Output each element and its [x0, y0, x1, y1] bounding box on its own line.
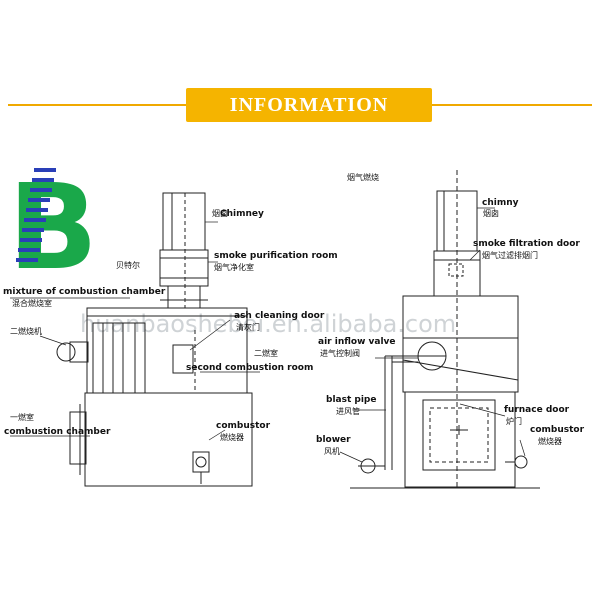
- label-top-cn: 烟气燃烧: [347, 172, 379, 182]
- label-ash-door: ash cleaning door: [234, 311, 325, 321]
- label-air-valve-cn: 进气控制阀: [320, 348, 360, 358]
- label-chimny-cn: 烟囱: [483, 208, 499, 218]
- left-primary-chamber: [84, 392, 253, 487]
- label-mixture-cn: 混合燃烧室: [12, 298, 52, 308]
- label-chimney: Chimney: [220, 209, 264, 219]
- label-blower-cn: 风机: [324, 446, 340, 456]
- label-burner-cn: 二燃烧机: [10, 326, 42, 336]
- logo-name-cn: 贝特尔: [116, 260, 140, 270]
- label-furnace-door-cn: 炉门: [506, 416, 522, 426]
- watermark: huanbaoshebei.en.alibaba.com: [80, 310, 456, 338]
- label-right-combustor: combustor: [530, 425, 585, 435]
- right-combustor: [514, 455, 528, 469]
- label-furnace-door: furnace door: [504, 405, 570, 415]
- company-logo: B 贝特尔: [8, 158, 140, 296]
- label-mixture: mixture of combustion chamber: [3, 287, 166, 297]
- label-combustor: combustor: [216, 421, 271, 431]
- label-blast-pipe-cn: 进风管: [336, 406, 360, 416]
- banner-pill: [186, 88, 432, 122]
- left-leaders: [10, 221, 260, 441]
- label-smoke-room: smoke purification room: [214, 251, 338, 261]
- label-chimny: chimny: [482, 198, 519, 208]
- left-feed-door: [69, 411, 87, 465]
- left-smoke-room: [159, 249, 209, 287]
- label-chimney-cn: 烟囱: [212, 208, 228, 218]
- label-second-room: second combustion room: [186, 363, 313, 373]
- left-combustor: [192, 451, 210, 473]
- label-second-cn: 二燃室: [254, 348, 278, 358]
- label-blast-pipe: blast pipe: [326, 395, 376, 405]
- label-filtration-cn: 烟气过滤排烟门: [482, 250, 538, 260]
- left-diagram: [56, 192, 253, 487]
- label-filtration: smoke filtration door: [473, 239, 580, 249]
- label-first-cn: 一燃室: [10, 412, 34, 422]
- label-air-valve: air inflow valve: [318, 337, 396, 347]
- right-primary-body: [404, 391, 516, 488]
- right-leaders: [339, 207, 526, 463]
- right-furnace-door: [422, 399, 496, 471]
- left-burner: [69, 341, 89, 363]
- left-ash-door: [172, 344, 194, 374]
- left-labels: Chimney 烟囱 smoke purification room 烟气净化室…: [3, 208, 338, 442]
- banner-title: INFORMATION: [229, 94, 389, 116]
- right-filtration-room: [433, 250, 481, 297]
- information-banner: INFORMATION: [8, 88, 592, 122]
- right-diagram: [350, 170, 540, 490]
- label-right-combustor-cn: 燃烧器: [538, 436, 562, 446]
- label-combustion-chamber: combustion chamber: [4, 427, 111, 437]
- right-labels: 烟气燃烧 chimny 烟囱 smoke filtration door 烟气过…: [316, 172, 585, 456]
- label-combustor-cn: 燃烧器: [220, 432, 244, 442]
- left-chimney: [162, 192, 206, 251]
- label-ash-door-cn: 清灰门: [236, 322, 260, 332]
- label-smoke-room-cn: 烟气净化室: [214, 262, 254, 272]
- label-blower: blower: [316, 435, 351, 445]
- logo-stripes: [16, 168, 56, 262]
